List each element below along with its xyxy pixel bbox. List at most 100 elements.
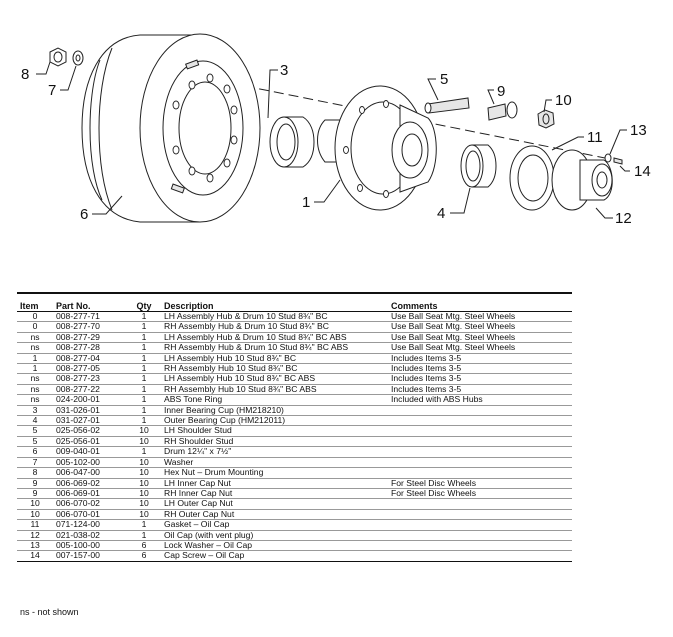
cell-part-no: 008-277-29 bbox=[53, 332, 127, 344]
cell-part-no: 006-069-02 bbox=[53, 477, 127, 489]
cell-item: ns bbox=[17, 332, 53, 344]
cell-item: 12 bbox=[17, 529, 53, 541]
cell-comments bbox=[388, 519, 572, 531]
cell-qty: 10 bbox=[127, 477, 161, 489]
cell-qty: 10 bbox=[127, 425, 161, 437]
cell-item: 1 bbox=[17, 363, 53, 375]
cell-comments bbox=[388, 456, 572, 469]
cell-part-no: 008-277-28 bbox=[53, 342, 127, 354]
cell-qty: 10 bbox=[127, 498, 161, 510]
cell-qty: 1 bbox=[127, 446, 161, 458]
cell-qty: 1 bbox=[127, 332, 161, 344]
cell-qty: 1 bbox=[127, 384, 161, 396]
cell-comments bbox=[388, 446, 572, 458]
cell-comments: Included with ABS Hubs bbox=[388, 394, 572, 406]
cell-comments bbox=[388, 509, 572, 521]
cell-description: Washer bbox=[161, 456, 388, 469]
cell-item: 0 bbox=[17, 311, 53, 323]
drum bbox=[81, 33, 261, 223]
cell-part-no: 008-277-71 bbox=[53, 311, 127, 323]
cell-part-no: 008-277-70 bbox=[53, 321, 127, 333]
cell-part-no: 008-277-05 bbox=[53, 363, 127, 375]
cell-description: LH Assembly Hub 10 Stud 8¾" BC bbox=[161, 352, 388, 365]
cell-qty: 1 bbox=[127, 352, 161, 365]
cell-comments: Includes Items 3-5 bbox=[388, 384, 572, 396]
cell-qty: 1 bbox=[127, 363, 161, 375]
table-header-row: Item Part No. Qty Description Comments bbox=[17, 292, 572, 312]
cell-description: LH Outer Cap Nut bbox=[161, 498, 388, 510]
header-part-no: Part No. bbox=[53, 292, 127, 312]
cell-comments: Use Ball Seat Mtg. Steel Wheels bbox=[388, 332, 572, 344]
cell-qty: 1 bbox=[127, 373, 161, 385]
cell-part-no: 006-047-00 bbox=[53, 467, 127, 479]
header-item: Item bbox=[17, 292, 53, 312]
callout-1: 1 bbox=[302, 194, 310, 211]
cell-description: RH Assembly Hub & Drum 10 Stud 8¾" BC AB… bbox=[161, 342, 388, 354]
cell-item: 8 bbox=[17, 467, 53, 479]
cell-comments bbox=[388, 529, 572, 541]
cell-comments: Includes Items 3-5 bbox=[388, 352, 572, 365]
cell-description: Drum 12¼" x 7½" bbox=[161, 446, 388, 458]
cell-comments: Use Ball Seat Mtg. Steel Wheels bbox=[388, 311, 572, 323]
washer bbox=[72, 50, 84, 66]
cell-qty: 10 bbox=[127, 467, 161, 479]
cell-comments bbox=[388, 550, 572, 562]
cell-qty: 10 bbox=[127, 488, 161, 500]
lock-washer bbox=[604, 153, 612, 163]
cell-qty: 1 bbox=[127, 394, 161, 406]
cell-description: RH Outer Cap Nut bbox=[161, 509, 388, 521]
cell-comments bbox=[388, 436, 572, 448]
cell-comments bbox=[388, 498, 572, 510]
header-description: Description bbox=[161, 292, 388, 312]
diagram-svg: 8 7 6 3 1 5 9 10 11 13 14 4 12 bbox=[21, 33, 651, 227]
cell-part-no: 006-070-01 bbox=[53, 509, 127, 521]
cell-qty: 1 bbox=[127, 404, 161, 417]
cell-description: Oil Cap (with vent plug) bbox=[161, 529, 388, 541]
cell-item: 4 bbox=[17, 415, 53, 427]
cell-item: 13 bbox=[17, 539, 53, 552]
header-qty: Qty bbox=[127, 292, 161, 312]
cell-description: Hex Nut – Drum Mounting bbox=[161, 467, 388, 479]
cell-description: RH Shoulder Stud bbox=[161, 436, 388, 448]
inner-bearing-cup bbox=[269, 116, 315, 168]
drum-bolt-holes bbox=[172, 73, 238, 183]
cell-comments: Includes Items 3-5 bbox=[388, 363, 572, 375]
callout-7: 7 bbox=[48, 82, 56, 99]
cell-qty: 10 bbox=[127, 456, 161, 469]
callout-13: 13 bbox=[630, 122, 647, 139]
cell-item: 0 bbox=[17, 321, 53, 333]
cell-description: RH Inner Cap Nut bbox=[161, 488, 388, 500]
cell-description: Lock Washer – Oil Cap bbox=[161, 539, 388, 552]
cell-description: Inner Bearing Cup (HM218210) bbox=[161, 404, 388, 417]
callout-8: 8 bbox=[21, 66, 29, 83]
cell-part-no: 031-026-01 bbox=[53, 404, 127, 417]
exploded-parts-diagram: 8 7 6 3 1 5 9 10 11 13 14 4 12 bbox=[0, 0, 673, 245]
cell-qty: 1 bbox=[127, 529, 161, 541]
callout-6: 6 bbox=[80, 206, 88, 223]
callout-11: 11 bbox=[587, 129, 603, 146]
cell-description: RH Assembly Hub 10 Stud 8¾" BC ABS bbox=[161, 384, 388, 396]
cell-item: 9 bbox=[17, 488, 53, 500]
cell-item: 5 bbox=[17, 425, 53, 437]
cell-comments: Includes Items 3-5 bbox=[388, 373, 572, 385]
cell-comments bbox=[388, 467, 572, 479]
cell-part-no: 008-277-04 bbox=[53, 352, 127, 365]
hex-nut bbox=[49, 47, 67, 67]
cell-item: 7 bbox=[17, 456, 53, 469]
